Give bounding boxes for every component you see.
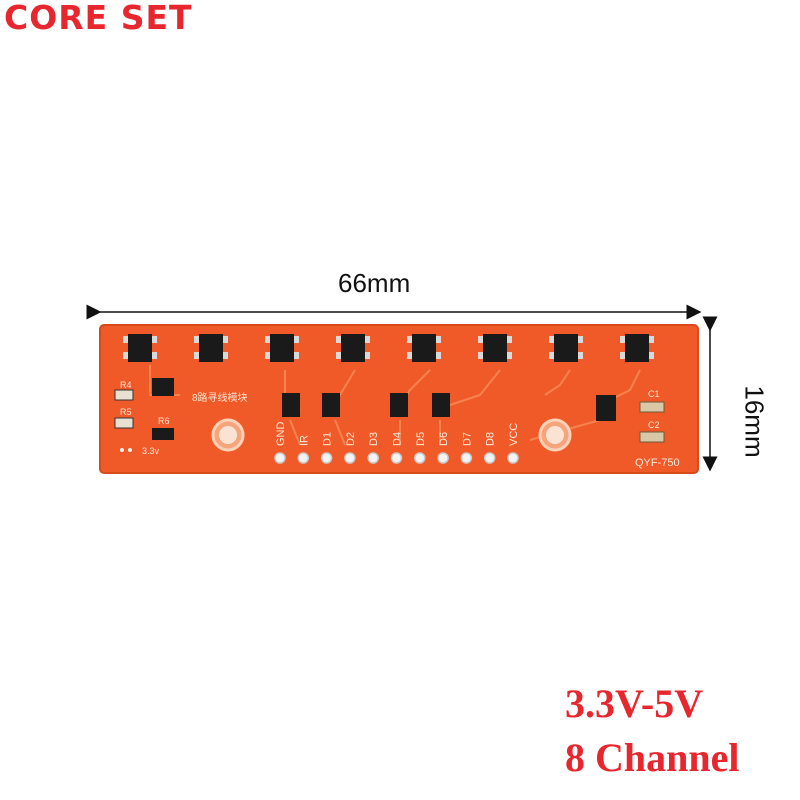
- label-c1: C1: [648, 389, 660, 399]
- ir-sensor: [478, 334, 512, 362]
- pin-label: D8: [485, 432, 497, 446]
- ir-sensor-array: [123, 334, 654, 362]
- pin-hole: [483, 452, 496, 464]
- pin-label: D5: [415, 432, 427, 446]
- capacitors: C1 C2: [639, 389, 665, 443]
- left-components: R4 R5 R6 3.3v: [114, 378, 174, 456]
- ir-sensor: [265, 334, 299, 362]
- resistor-r5: [114, 417, 134, 429]
- label-r6: R6: [158, 416, 170, 426]
- ir-sensor: [549, 334, 583, 362]
- pin-hole: [507, 452, 519, 464]
- mounting-holes: [211, 418, 572, 452]
- label-c2: C2: [648, 420, 660, 430]
- pin-label: D2: [345, 432, 357, 446]
- pin-label: IR: [298, 435, 310, 446]
- pin-hole: [460, 452, 473, 464]
- pin-hole: [297, 452, 310, 464]
- pin-hole: [390, 452, 403, 464]
- pin-hole: [414, 452, 426, 464]
- pin-label: VCC: [508, 423, 520, 446]
- pin-label: GND: [275, 422, 287, 447]
- ir-sensor: [336, 334, 370, 362]
- transistor: [152, 378, 174, 396]
- pin-hole: [344, 452, 356, 464]
- resistor-r6: [152, 428, 174, 440]
- brand-logo: CORE SET: [4, 0, 193, 37]
- model-silkscreen: QYF-750: [635, 457, 680, 469]
- ir-sensor: [123, 334, 157, 362]
- ir-sensor: [407, 334, 441, 362]
- channel-spec: 8 Channel: [565, 735, 740, 780]
- pin-label: D1: [322, 432, 334, 446]
- board-title-silkscreen: 8路寻线模块: [192, 391, 248, 404]
- voltage-silkscreen: 3.3v: [142, 446, 160, 456]
- comparator-ics: [282, 393, 616, 421]
- pin-hole: [367, 452, 379, 464]
- pin-label: D7: [461, 432, 473, 446]
- pin-label: D4: [392, 432, 404, 446]
- pin-header: GND IR D1 D2 D3 D4 D5 D6 D7 D8 VCC: [274, 422, 520, 464]
- pin-hole: [320, 452, 333, 464]
- voltage-spec: 3.3V-5V: [565, 681, 704, 726]
- label-r5: R5: [120, 407, 132, 417]
- resistor-r4: [114, 389, 134, 401]
- pin-label: D6: [438, 432, 450, 446]
- pin-hole: [274, 452, 286, 464]
- pin-hole: [437, 452, 449, 464]
- label-r4: R4: [120, 380, 132, 390]
- ir-sensor: [194, 334, 228, 362]
- width-dimension-label: 66mm: [338, 268, 411, 298]
- pin-label: D3: [368, 432, 380, 446]
- ir-sensor: [620, 334, 654, 362]
